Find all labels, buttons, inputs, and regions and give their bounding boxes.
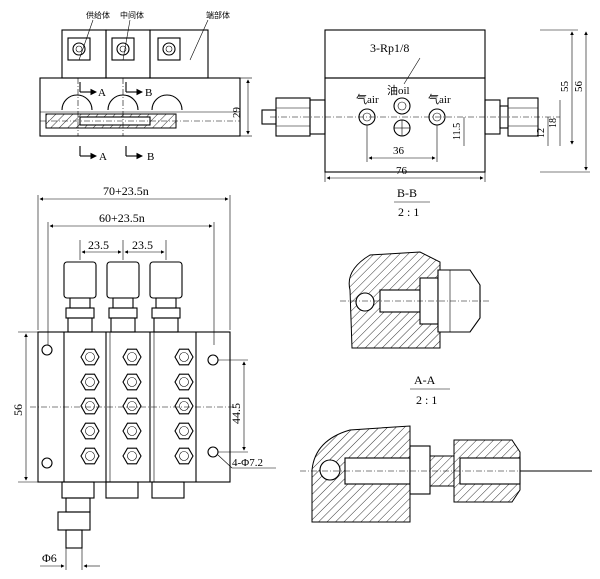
- hex-nut: [80, 373, 100, 391]
- air-left-label: 气air: [356, 92, 379, 106]
- section-b-lower: B: [147, 151, 154, 163]
- dim-pitch-2: 23.5: [132, 238, 153, 252]
- dim-56-front: 56: [11, 404, 25, 416]
- hex-nut-bore: [179, 352, 189, 362]
- hex-nut-bore: [127, 401, 137, 411]
- label-end: 端部体: [206, 10, 230, 20]
- hex-nut-bore: [127, 426, 137, 436]
- dim-29: 29: [231, 107, 243, 119]
- top-fittings: [63, 261, 183, 333]
- top-left-view: 供给体 中间体 端部体 A B A B 29: [39, 10, 252, 163]
- hex-nut: [80, 447, 100, 465]
- hex-nut: [174, 397, 194, 415]
- hex-columns: [80, 348, 194, 465]
- hex-nut: [122, 447, 142, 465]
- thread-label: 3-Rp1/8: [370, 41, 409, 55]
- front-view: 70+23.5n 60+23.5n 23.5 23.5: [11, 184, 276, 570]
- dim-diameter: Φ6: [42, 551, 57, 565]
- section-bb-scale: 2 : 1: [398, 205, 419, 219]
- dim-44-5: 44.5: [229, 403, 243, 424]
- hex-nut-bore: [179, 401, 189, 411]
- hex-nut: [80, 397, 100, 415]
- hex-nut: [122, 397, 142, 415]
- hex-nut-bore: [127, 352, 137, 362]
- dim-55: 55: [559, 81, 571, 93]
- section-a-upper: A: [98, 87, 106, 99]
- section-a-lower: A: [99, 151, 107, 163]
- hex-nut-bore: [179, 426, 189, 436]
- hex-nut-bore: [179, 377, 189, 387]
- hex-nut-bore: [179, 451, 189, 461]
- section-aa-title: A-A: [414, 373, 436, 387]
- hex-nut-bore: [127, 451, 137, 461]
- dim-18: 18: [548, 118, 559, 128]
- dim-76: 76: [396, 165, 408, 177]
- hex-nut: [174, 373, 194, 391]
- fitting-squares: [67, 37, 181, 61]
- label-middle: 中间体: [120, 10, 144, 20]
- oil-label: 油oil: [387, 83, 410, 97]
- hex-nut-bore: [85, 426, 95, 436]
- hex-nut: [122, 373, 142, 391]
- air-right-label: 气air: [428, 92, 451, 106]
- section-aa-scale: 2 : 1: [416, 393, 437, 407]
- hex-nut: [122, 422, 142, 440]
- hex-nut: [174, 447, 194, 465]
- hex-nut: [122, 348, 142, 366]
- top-right-view: 3-Rp1/8 油oil 气air 气air 36 76 11.5: [261, 29, 590, 182]
- hex-nut-bore: [85, 401, 95, 411]
- section-bb: B-B 2 : 1: [340, 186, 490, 349]
- label-supply: 供给体: [86, 10, 110, 20]
- hex-nut: [174, 348, 194, 366]
- dim-holes: 4-Φ7.2: [232, 457, 263, 469]
- hex-nut: [80, 422, 100, 440]
- hex-nut: [174, 422, 194, 440]
- section-b-upper: B: [145, 87, 152, 99]
- hex-nut-bore: [85, 377, 95, 387]
- section-bb-title: B-B: [397, 186, 417, 200]
- section-aa: A-A 2 : 1: [300, 373, 592, 523]
- dim-12: 12: [536, 128, 547, 138]
- dim-36: 36: [393, 145, 405, 157]
- hex-nut-bore: [85, 352, 95, 362]
- dim-11-5: 11.5: [452, 123, 463, 140]
- hex-nut-bore: [85, 451, 95, 461]
- dim-hole-spacing: 60+23.5n: [99, 211, 145, 225]
- dim-pitch-1: 23.5: [88, 238, 109, 252]
- hex-nut: [80, 348, 100, 366]
- dim-56: 56: [573, 81, 585, 93]
- dim-overall-width: 70+23.5n: [103, 184, 149, 198]
- hex-nut-bore: [127, 377, 137, 387]
